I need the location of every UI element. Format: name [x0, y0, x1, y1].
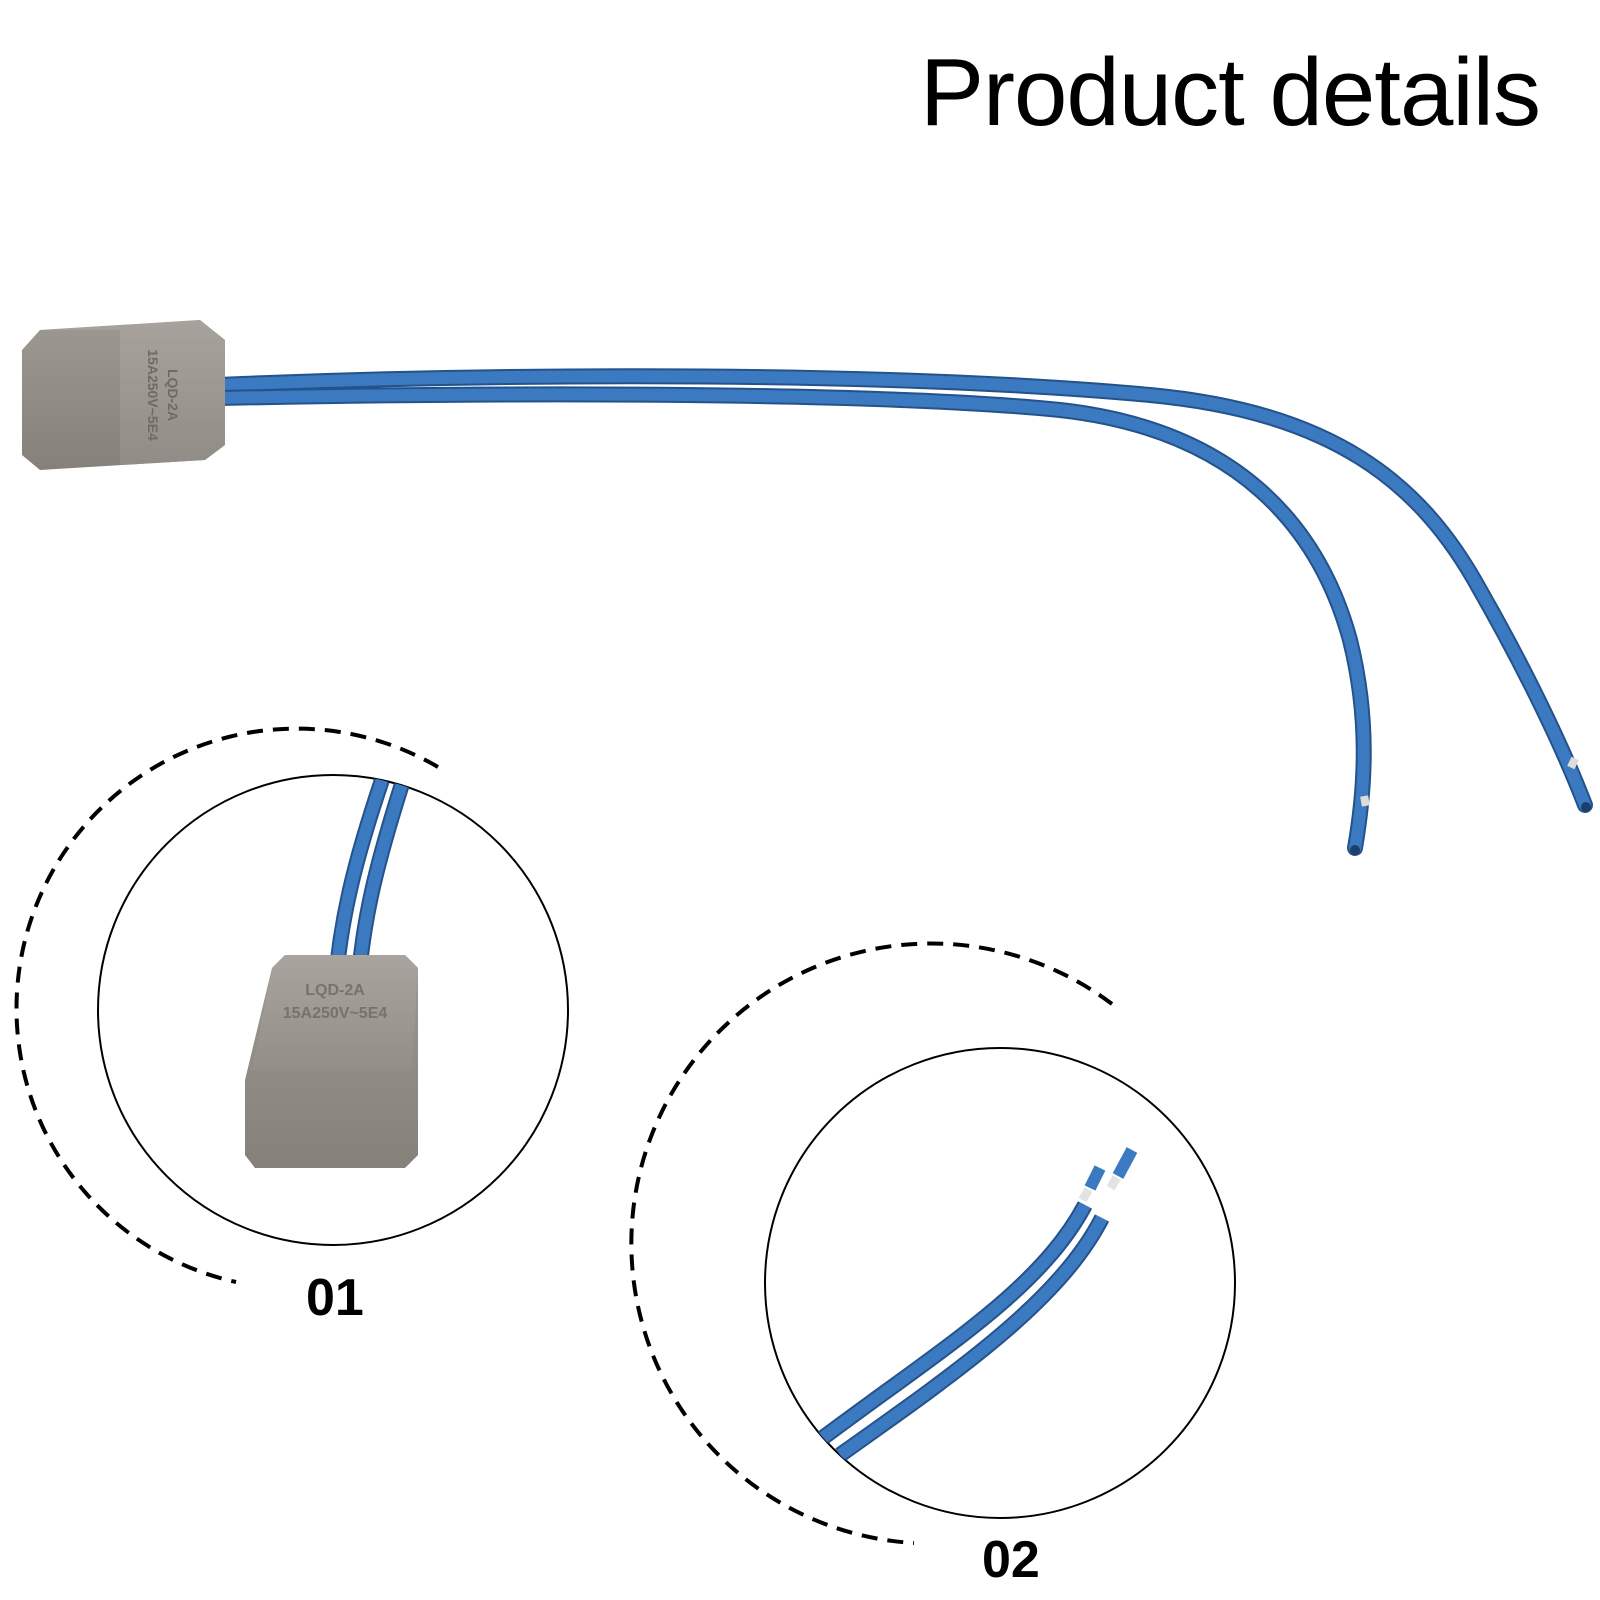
detail-label-01: 01 [306, 1269, 364, 1327]
dashed-arc-02 [629, 941, 1114, 1545]
box-label-line2: 15A250V~5E4 [145, 349, 161, 441]
wire-long [210, 368, 1593, 813]
detail-01: LQD-2A 15A250V~5E4 [14, 726, 569, 1284]
wire-short [210, 386, 1372, 856]
wire-pair [210, 368, 1593, 856]
main-product: LQD-2A 15A250V~5E4 [22, 320, 1593, 856]
detail-circle-02 [764, 1047, 1236, 1519]
detail-box-label-line2: 15A250V~5E4 [283, 1005, 388, 1022]
wire-tips [1350, 756, 1591, 855]
dashed-arc-01 [14, 726, 440, 1284]
page-title: Product details [919, 39, 1541, 146]
detail-box-label-line1: LQD-2A [305, 982, 365, 999]
suppressor-box: LQD-2A 15A250V~5E4 [22, 320, 225, 470]
detail-02 [629, 941, 1236, 1545]
detail-label-02: 02 [982, 1531, 1040, 1589]
box-label-line1: LQD-2A [165, 369, 181, 421]
